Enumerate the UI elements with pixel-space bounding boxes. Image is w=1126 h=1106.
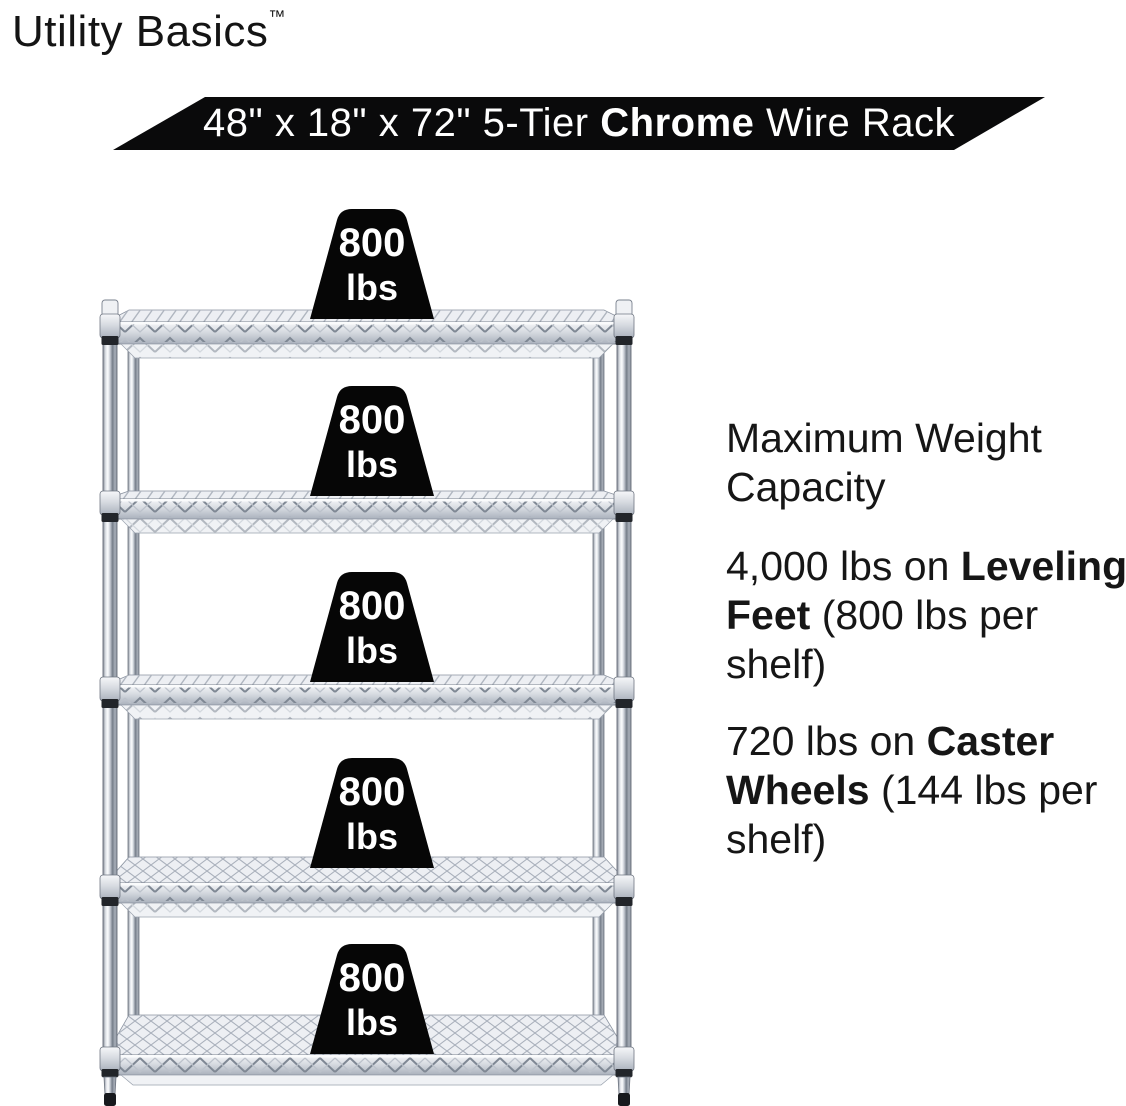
weight-marker: 800 lbs <box>307 206 437 322</box>
spec-line: 4,000 lbs on Leveling <box>726 543 1126 589</box>
weight-icon <box>310 572 434 682</box>
weight-unit: lbs <box>345 267 398 308</box>
specs-heading-line: Capacity <box>726 464 886 510</box>
weight-unit: lbs <box>345 444 398 485</box>
rack-shelf-1 <box>105 309 629 359</box>
weight-icon <box>310 386 434 496</box>
weight-value: 800 <box>338 221 406 265</box>
weight-value: 800 <box>338 584 406 628</box>
weight-unit: lbs <box>345 630 398 671</box>
rack-foot-left <box>103 1076 117 1106</box>
spec-item-leveling-feet: 4,000 lbs on Leveling Feet (800 lbs per … <box>726 542 1126 689</box>
weight-icon <box>310 209 434 319</box>
weight-value: 800 <box>338 956 406 1000</box>
title-banner: 48" x 18" x 72" 5-Tier Chrome Wire Rack <box>113 97 1045 150</box>
weight-marker: 800 lbs <box>307 569 437 685</box>
rack-foot-right <box>617 1076 631 1106</box>
specs-heading-line: Maximum Weight <box>726 415 1042 461</box>
product-title-finish: Chrome <box>600 101 755 145</box>
spec-item-caster-wheels: 720 lbs on Caster Wheels (144 lbs per sh… <box>726 717 1126 864</box>
brand-name: Utility Basics <box>12 7 269 56</box>
weight-marker: 800 lbs <box>307 941 437 1057</box>
weight-unit: lbs <box>345 1002 398 1043</box>
product-title-post: Wire Rack <box>754 101 955 145</box>
rack-shelf-collars <box>99 313 635 1077</box>
weight-value: 800 <box>338 770 406 814</box>
weight-icon <box>310 758 434 868</box>
weight-unit: lbs <box>345 816 398 857</box>
weight-marker: 800 lbs <box>307 383 437 499</box>
trademark-symbol: ™ <box>268 7 286 26</box>
weight-value: 800 <box>338 398 406 442</box>
wire-rack-illustration <box>99 299 635 1106</box>
product-title: 48" x 18" x 72" 5-Tier Chrome Wire Rack <box>203 97 955 150</box>
spec-line: Wheels (144 lbs per <box>726 767 1098 813</box>
brand-logo: Utility Basics™ <box>12 2 286 62</box>
rack-shelf-4 <box>105 856 629 918</box>
weight-marker: 800 lbs <box>307 755 437 871</box>
product-title-pre: 48" x 18" x 72" 5-Tier <box>203 101 601 145</box>
weight-icon <box>310 944 434 1054</box>
spec-line: 720 lbs on Caster <box>726 718 1055 764</box>
spec-line: shelf) <box>726 641 827 687</box>
specs-heading: Maximum Weight Capacity <box>726 414 1126 512</box>
spec-line: shelf) <box>726 816 827 862</box>
capacity-specs: Maximum Weight Capacity 4,000 lbs on Lev… <box>726 414 1126 892</box>
spec-line: Feet (800 lbs per <box>726 592 1039 638</box>
